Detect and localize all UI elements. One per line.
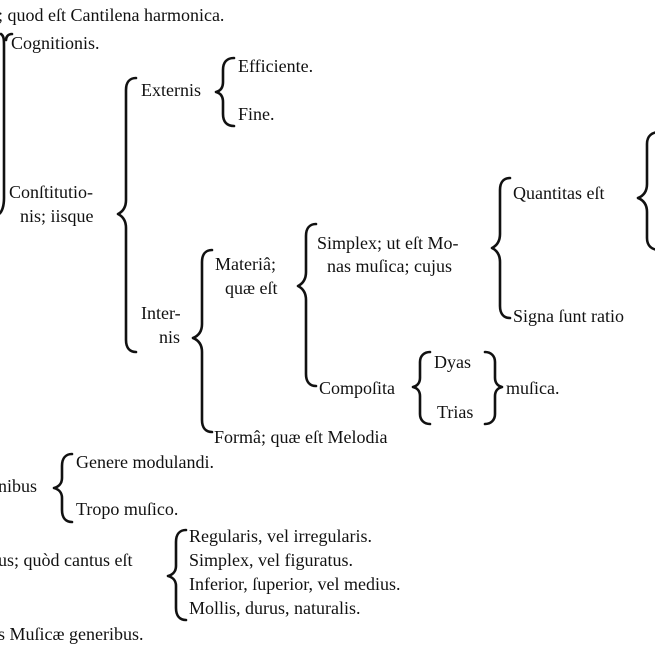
text-quantitas: Quantitas eſt: [513, 183, 605, 203]
text-dyas: Dyas: [434, 352, 471, 372]
text-efficiente: Efficiente.: [238, 56, 314, 76]
text-internis-2: nis: [159, 327, 181, 347]
text-quod-est: ; quod eſt Cantilena harmonica.: [0, 5, 225, 25]
text-us-quod: us; quòd cantus eſt: [0, 550, 133, 570]
text-forma: Formâ; quæ eſt Melodia: [214, 427, 388, 447]
brace-quantitas: [636, 131, 655, 251]
brace-constitutionis: [116, 76, 138, 354]
brace-cantus: [166, 528, 188, 622]
text-mollis: Mollis, durus, naturalis.: [189, 598, 361, 618]
text-constitutionis-2: nis; iisque: [20, 206, 94, 226]
brace-composita-close: [483, 350, 504, 426]
text-internis-1: Inter-: [141, 303, 181, 323]
brace-materia: [296, 222, 318, 388]
brace-simplex: [490, 176, 512, 320]
text-generibus: s Muſicæ generibus.: [0, 624, 144, 644]
text-simplex-vel: Simplex, vel figuratus.: [189, 550, 353, 570]
text-inferior: Inferior, ſuperior, vel medius.: [189, 574, 401, 594]
text-externis: Externis: [141, 80, 201, 100]
text-cognitionis: Cognitionis.: [11, 33, 100, 53]
text-nibus: nibus: [0, 476, 38, 496]
brace-internis: [191, 248, 214, 434]
text-simplex-2: nas muſica; cujus: [327, 256, 452, 276]
brace-cognitionis: [4, 32, 14, 42]
text-regularis: Regularis, vel irregularis.: [189, 526, 372, 546]
text-composita: Compoſita: [319, 378, 395, 398]
text-trias: Trias: [437, 402, 474, 422]
brace-left-edge: [0, 32, 6, 215]
text-genere: Genere modulandi.: [76, 452, 214, 472]
text-materia-1: Materiâ;: [215, 254, 276, 274]
text-musica: muſica.: [506, 378, 560, 398]
text-tropo: Tropo muſico.: [76, 499, 179, 519]
brace-composita: [411, 350, 432, 426]
brace-externis: [214, 56, 236, 128]
text-materia-2: quæ eſt: [225, 278, 278, 298]
text-constitutionis-1: Conſtitutio-: [9, 182, 94, 202]
brace-nibus: [52, 452, 74, 524]
text-simplex-1: Simplex; ut eſt Mo-: [317, 233, 459, 253]
text-signa: Signa ſunt ratio: [513, 306, 624, 326]
text-fine: Fine.: [238, 104, 275, 124]
